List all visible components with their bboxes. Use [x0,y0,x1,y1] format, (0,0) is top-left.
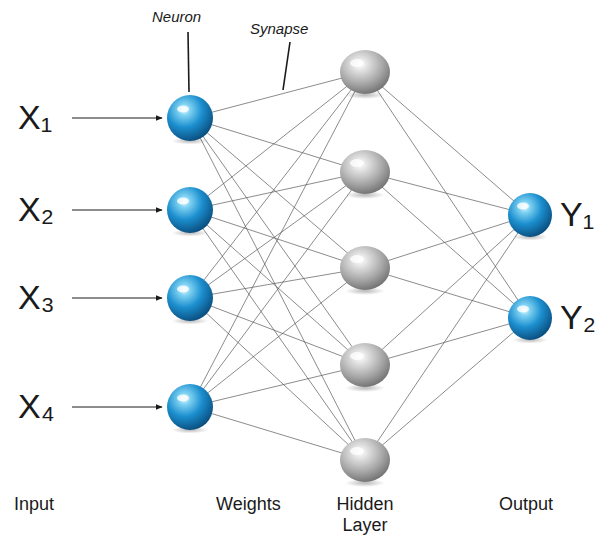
synapse-line [190,298,365,365]
synapse-line [365,268,530,318]
synapse-line [190,407,365,460]
neuron-label-box: X₂ [18,190,54,229]
column-label: Weights [216,494,281,515]
synapse-line [190,268,365,298]
input-neuron: X₁ [167,95,213,141]
hidden-neuron [340,438,390,487]
label-box: Input [14,494,54,515]
label-box: Neuron [152,8,201,26]
column-label: Input [14,494,54,515]
synapse-lines [190,72,530,460]
callout-label: Neuron [152,8,201,25]
neuron-sphere [167,187,213,233]
input-neuron: X₃ [167,275,213,321]
synapse-line [190,172,365,407]
synapse-line [190,118,365,460]
input-arrow [72,118,162,119]
neuron-label-box: X₁ [18,98,52,137]
synapse-line [190,72,365,118]
neuron-label-box: X₄ [18,387,55,426]
input-arrow [72,298,162,299]
synapse-line [365,215,530,268]
synapse-line [365,215,530,365]
synapse-line [365,318,530,365]
synapse-line [190,118,365,365]
label-box: Weights [216,494,281,515]
output-symbol: Y₂ [560,298,596,337]
column-label: Hidden Layer [325,494,405,535]
synapse-line [190,118,365,268]
synapse-line [190,268,365,407]
leader-line [188,32,189,92]
synapse-line [190,210,365,365]
neuron-sphere [167,384,213,430]
hidden-neuron [340,150,390,199]
synapse-line [190,118,365,172]
input-symbol: X₁ [18,98,52,137]
input-symbol: X₂ [18,190,54,229]
input-neuron: X₂ [167,187,213,233]
input-symbol: X₃ [18,278,55,317]
input-neuron: X₄ [167,384,213,430]
hidden-neurons [340,50,390,487]
input-arrow [72,407,162,408]
neuron-label-box: Y₁ [560,195,594,234]
synapse-line [365,318,530,460]
label-box: Output [499,494,553,515]
synapse-line [190,72,365,407]
synapse-line [190,298,365,460]
synapse-line [190,210,365,460]
synapse-line [190,72,365,298]
leader-line [283,42,290,90]
neuron-label-box: Y₂ [560,298,596,337]
neuron-sphere [167,275,213,321]
column-label: Output [499,494,553,515]
synapse-line [365,72,530,318]
synapse-line [365,215,530,460]
hidden-neuron [340,246,390,295]
output-symbol: Y₁ [560,195,594,234]
synapse-line [190,365,365,407]
neuron-sphere [508,193,552,237]
hidden-neuron [340,343,390,392]
neuron-sphere [167,95,213,141]
synapse-line [190,172,365,298]
input-symbol: X₄ [18,387,55,426]
synapse-line [365,172,530,318]
input-arrow [72,210,162,211]
synapse-line [190,72,365,210]
label-box: Hidden Layer [325,494,405,535]
input-arrows [72,118,162,407]
hidden-neuron [340,50,390,99]
neuron-label-box: X₃ [18,278,55,317]
label-box: Synapse [250,20,308,38]
leader-lines [188,32,290,92]
output-neuron: Y₁ [508,193,552,237]
neuron-sphere [508,296,552,340]
callout-label: Synapse [250,20,308,37]
output-neuron: Y₂ [508,296,552,340]
